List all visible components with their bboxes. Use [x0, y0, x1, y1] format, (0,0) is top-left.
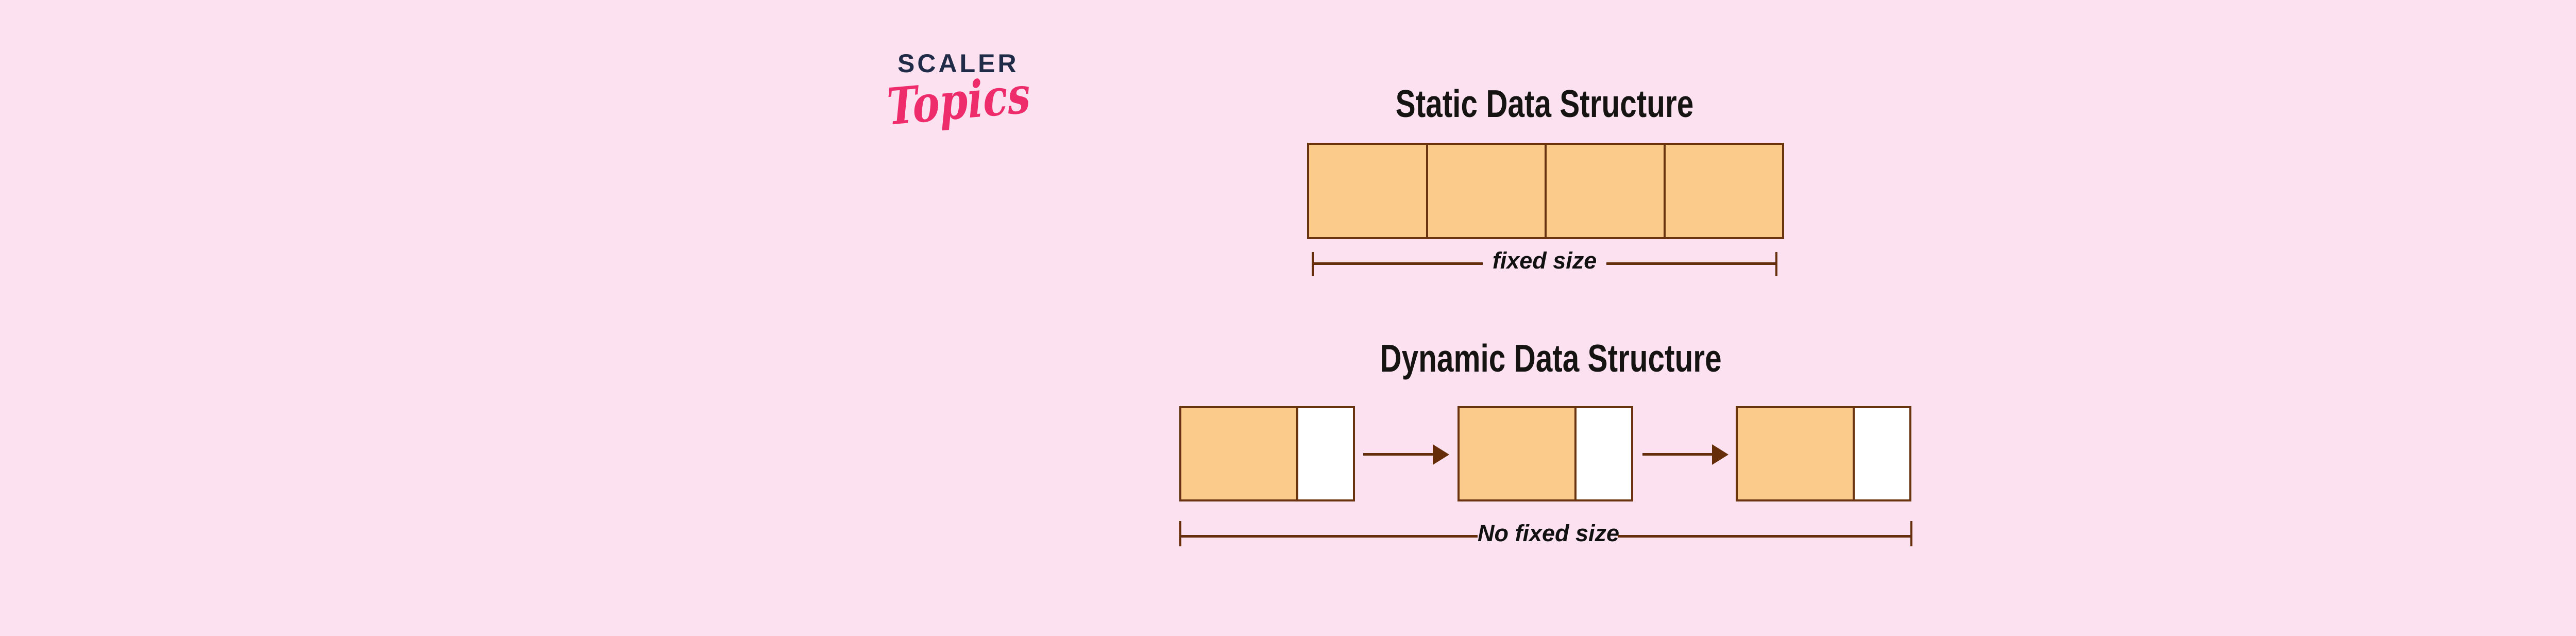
logo-brand-text: SCALER: [897, 49, 1019, 78]
list-node: [1179, 406, 1355, 501]
scaler-topics-logo: SCALER Topics: [885, 47, 1042, 161]
node-data-cell: [1181, 408, 1298, 499]
dynamic-measure-line-right: [1618, 535, 1910, 538]
list-node: [1458, 406, 1633, 501]
static-measure-line-right: [1606, 262, 1775, 265]
arrow-shaft: [1642, 453, 1712, 456]
list-node: [1736, 406, 1911, 501]
arrow-right-icon: [1363, 444, 1449, 465]
array-cell: [1428, 145, 1547, 237]
dynamic-measure-tick-right: [1910, 521, 1912, 546]
arrow-head: [1712, 444, 1728, 465]
array-cell: [1309, 145, 1428, 237]
static-measure-tick-left: [1312, 252, 1314, 276]
array-cell: [1666, 145, 1783, 237]
static-measure-label: fixed size: [1492, 247, 1597, 274]
arrow-shaft: [1363, 453, 1433, 456]
arrow-head: [1433, 444, 1449, 465]
dynamic-section-title: Dynamic Data Structure: [1380, 337, 1722, 380]
dynamic-measure-line-left: [1181, 535, 1478, 538]
array-cell: [1547, 145, 1666, 237]
dynamic-measure-tick-left: [1179, 521, 1181, 546]
dynamic-measure-label: No fixed size: [1478, 520, 1620, 546]
arrow-right-icon: [1642, 444, 1728, 465]
static-measure-tick-right: [1775, 252, 1777, 276]
node-data-cell: [1460, 408, 1577, 499]
logo-sub-text: Topics: [885, 65, 1032, 137]
node-data-cell: [1738, 408, 1855, 499]
static-array: [1307, 143, 1784, 239]
node-pointer-cell: [1855, 408, 1909, 499]
node-pointer-cell: [1577, 408, 1631, 499]
static-measure-line-left: [1314, 262, 1483, 265]
node-pointer-cell: [1298, 408, 1353, 499]
static-section-title: Static Data Structure: [1395, 82, 1694, 125]
